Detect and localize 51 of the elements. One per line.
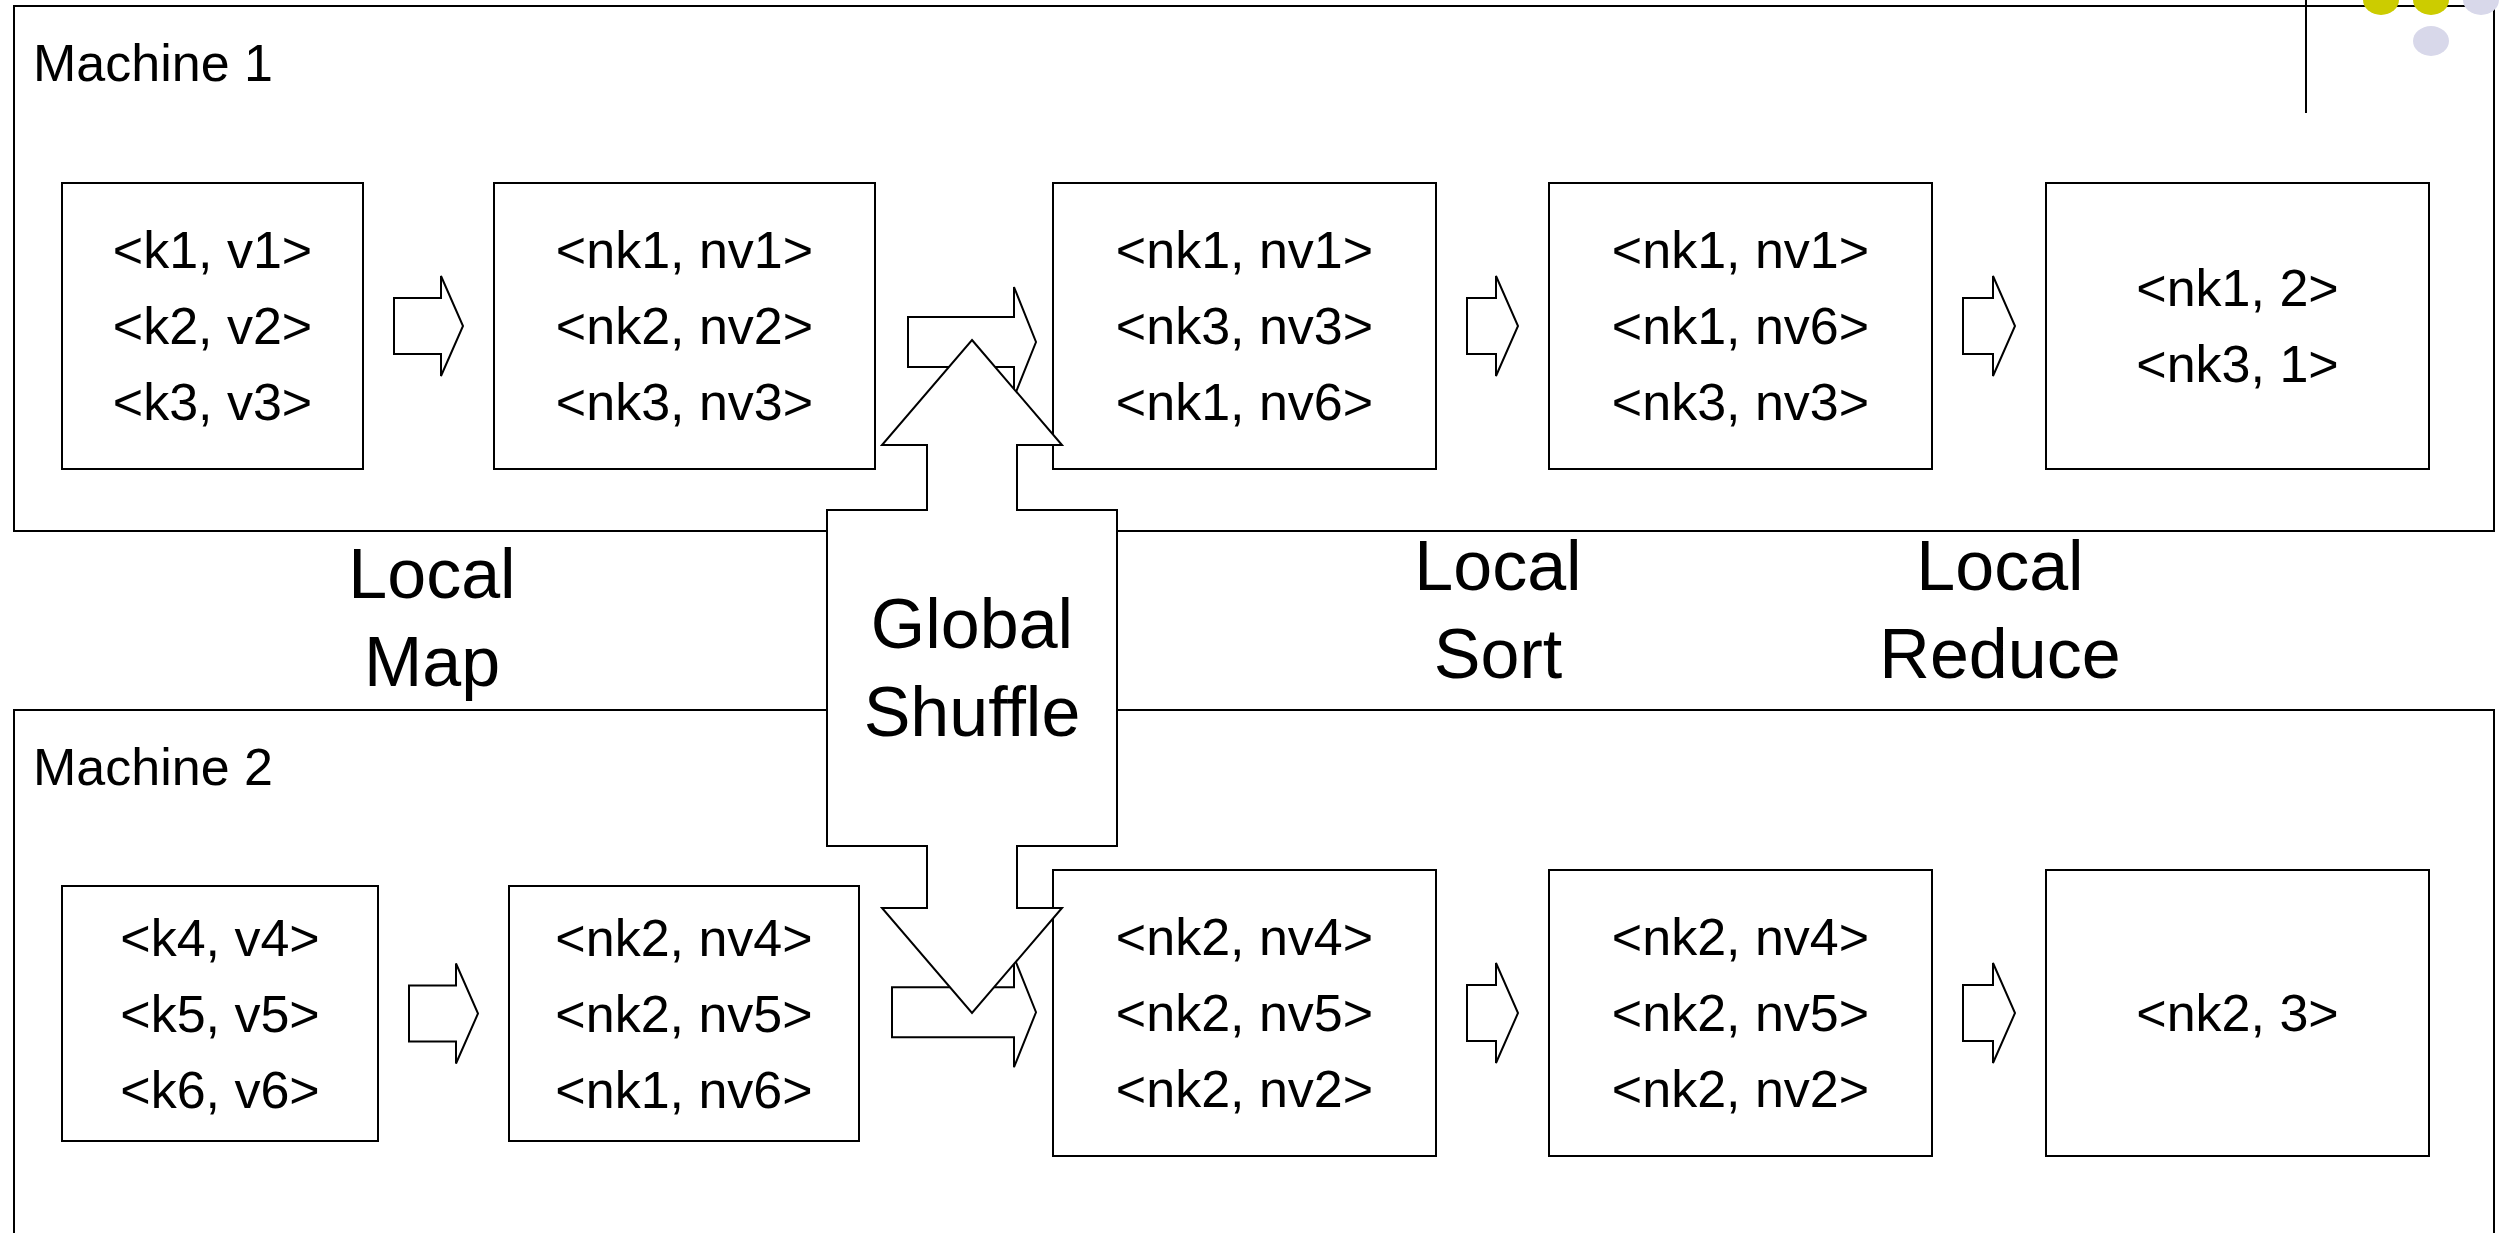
- key-value-pair: <nk1, nv1>: [1115, 220, 1374, 281]
- key-value-pair: <nk3, 1>: [2136, 334, 2339, 395]
- double-block-arrow: [827, 340, 1117, 1013]
- block-arrow: [1466, 962, 1520, 1064]
- key-value-pair: <nk1, nv6>: [555, 1059, 813, 1121]
- block-arrow: [1962, 962, 2017, 1064]
- machine-heading: Machine 1: [33, 33, 273, 93]
- key-value-pair: <nk2, nv2>: [555, 296, 814, 357]
- stage-label: Local Reduce: [1878, 526, 2122, 695]
- key-value-pair: <nk2, nv2>: [1115, 1059, 1374, 1120]
- key-value-pair: <nk3, nv3>: [555, 372, 814, 433]
- key-value-pair: <nk2, nv5>: [1611, 983, 1870, 1044]
- key-value-pair: <nk1, nv1>: [1611, 220, 1870, 281]
- key-value-pair: <nk1, nv6>: [1115, 372, 1374, 433]
- key-value-box: [1052, 182, 1437, 470]
- key-value-pair: <nk2, nv4>: [555, 907, 813, 969]
- key-value-pair: <nk2, 3>: [2136, 983, 2339, 1044]
- key-value-pair: <k2, v2>: [112, 296, 313, 357]
- key-value-pair: <k3, v3>: [112, 372, 313, 433]
- key-value-pair: <nk1, 2>: [2136, 258, 2339, 319]
- key-value-box: [493, 182, 876, 470]
- key-value-box: [1052, 869, 1437, 1157]
- key-value-box: [61, 885, 379, 1142]
- key-value-box: [61, 182, 364, 470]
- key-value-box: [2045, 182, 2430, 470]
- stage-label: Local Sort: [1413, 526, 1583, 695]
- key-value-box: [1548, 182, 1933, 470]
- key-value-pair: <k5, v5>: [120, 983, 320, 1045]
- key-value-pair: <nk2, nv4>: [1611, 907, 1870, 968]
- arrow-label: Global Shuffle: [862, 584, 1082, 753]
- key-value-box: [2045, 869, 2430, 1157]
- key-value-pair: <nk2, nv2>: [1611, 1059, 1870, 1120]
- block-arrow: [408, 962, 480, 1065]
- key-value-pair: <nk3, nv3>: [1115, 296, 1374, 357]
- machine-heading: Machine 2: [33, 737, 273, 797]
- key-value-pair: <k6, v6>: [120, 1059, 320, 1121]
- key-value-pair: <nk2, nv5>: [555, 983, 813, 1045]
- key-value-pair: <k4, v4>: [120, 907, 320, 969]
- block-arrow: [393, 275, 465, 377]
- key-value-pair: <nk1, nv6>: [1611, 296, 1870, 357]
- key-value-box: [508, 885, 860, 1142]
- key-value-pair: <nk1, nv1>: [555, 220, 814, 281]
- block-arrow: [1466, 275, 1520, 377]
- key-value-pair: <k1, v1>: [112, 220, 313, 281]
- stage-label: Local Map: [347, 534, 517, 703]
- block-arrow: [1962, 275, 2017, 377]
- key-value-pair: <nk2, nv5>: [1115, 983, 1374, 1044]
- machine-frame: [13, 5, 2495, 532]
- key-value-pair: <nk2, nv4>: [1115, 907, 1374, 968]
- key-value-pair: <nk3, nv3>: [1611, 372, 1870, 433]
- key-value-box: [1548, 869, 1933, 1157]
